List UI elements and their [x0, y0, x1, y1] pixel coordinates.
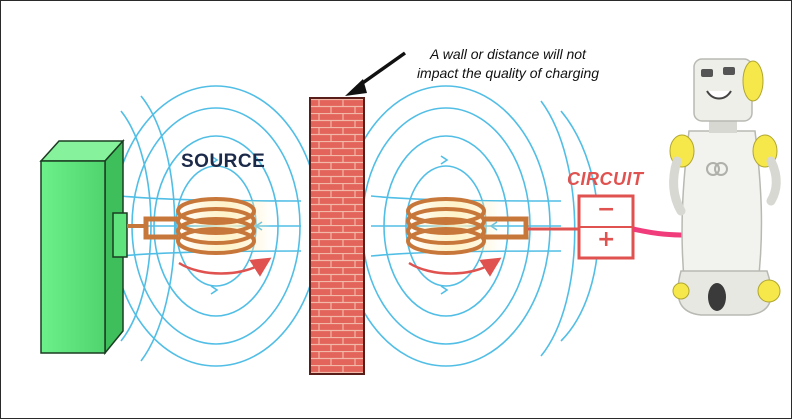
source-coil — [143, 197, 272, 277]
callout-line-2: impact the quality of charging — [416, 65, 600, 81]
circuit-plus-sign: + — [597, 227, 616, 252]
circuit-box — [528, 194, 714, 260]
callout-line-1: A wall or distance will not — [430, 46, 586, 62]
circuit-label: CIRCUIT — [567, 169, 644, 189]
pointer-arrow-icon — [345, 51, 407, 96]
circuit-minus-sign: − — [597, 197, 616, 222]
robot-icon — [669, 58, 781, 316]
receiver-coil — [406, 197, 529, 277]
charging-station-icon — [39, 139, 146, 356]
source-label: SOURCE — [181, 151, 266, 172]
callout-text: A wall or distance will not impact the q… — [393, 45, 623, 83]
brick-wall — [309, 97, 365, 375]
